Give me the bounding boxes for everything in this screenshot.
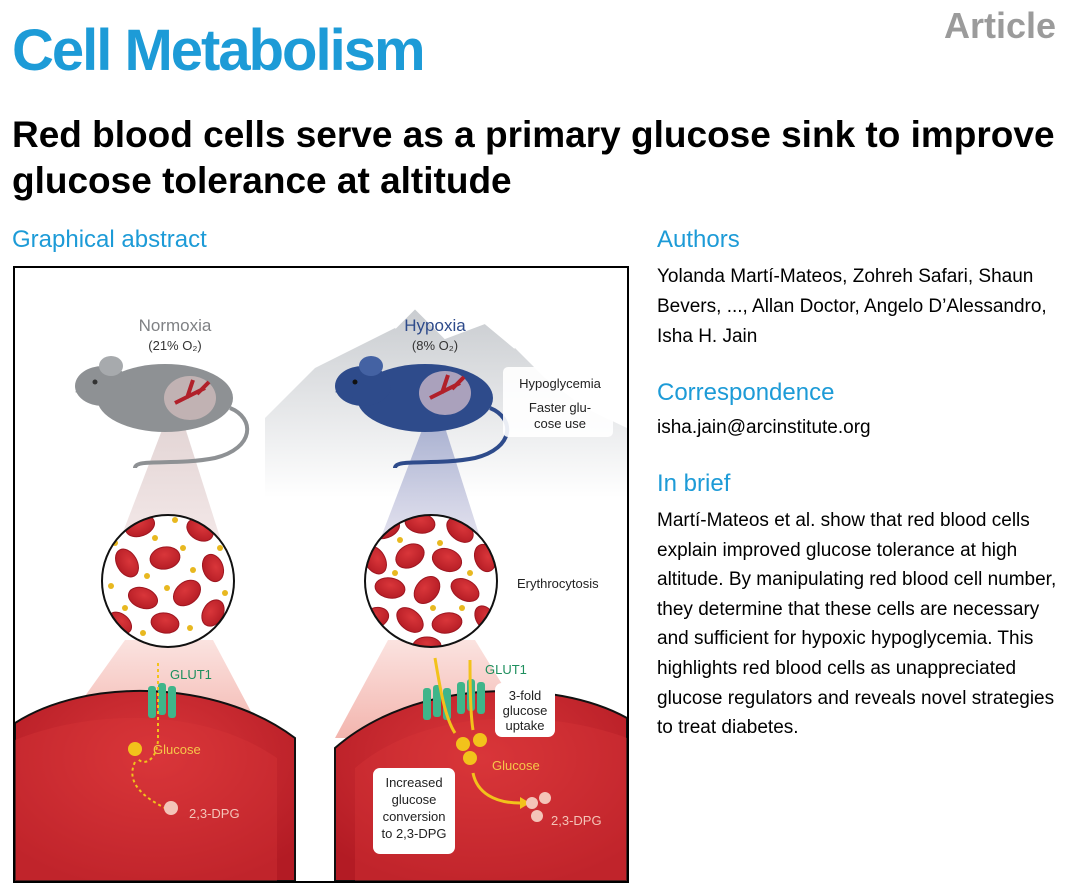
glut1-label-left: GLUT1 [170, 667, 212, 682]
rbc-inner-left [15, 717, 277, 881]
normoxia-oxygen: (21% O₂) [148, 338, 201, 353]
hypoglycemia-box [503, 367, 613, 437]
rbc-membrane-left [15, 689, 296, 881]
glucose-label-left: Glucose [153, 742, 201, 757]
article-type-label: Article [943, 5, 1056, 46]
in-brief-heading: In brief [657, 470, 731, 497]
conversion-label-3: conversion [383, 809, 446, 824]
conversion-arrow-right [471, 772, 521, 805]
dpg-cluster-right [526, 792, 551, 822]
correspondence-heading: Correspondence [657, 379, 835, 406]
normoxia-mouse-icon [75, 356, 250, 469]
uptake-label-2: glucose [503, 703, 548, 718]
in-brief-text: Martí-Mateos et al. show that red blood … [657, 510, 1057, 739]
graphical-abstract-figure: Normoxia (21% O₂) Hypoxia (8% O₂) Hypogl… [13, 266, 629, 883]
uptake-label-1: 3-fold [509, 688, 542, 703]
zoom-cone-hypoxia [375, 396, 485, 553]
uptake-box [495, 683, 555, 737]
conversion-label-2: glucose [392, 792, 437, 807]
authors-heading: Authors [657, 226, 740, 253]
normoxia-label: Normoxia [139, 316, 212, 335]
glucose-cluster-right [456, 733, 487, 765]
erythrocytosis-label: Erythrocytosis [517, 576, 599, 591]
hypoxia-oxygen: (8% O₂) [412, 338, 458, 353]
faster-glucose-label-1: Faster glu- [529, 400, 591, 415]
dpg-dot-left [164, 801, 178, 815]
graphical-abstract-heading: Graphical abstract [12, 226, 207, 253]
conversion-label-4: to 2,3-DPG [381, 826, 446, 841]
zoom-cone-normoxia [115, 396, 225, 553]
uptake-label-3: uptake [505, 718, 544, 733]
journal-name: Cell Metabolism [12, 18, 426, 83]
glut1-transporter-left-icon [148, 683, 176, 718]
authors-list: Yolanda Martí-Mateos, Zohreh Safari, Sha… [657, 266, 1047, 347]
glucose-dot-left [128, 742, 142, 756]
conversion-label-1: Increased [385, 775, 442, 790]
glucose-label-right: Glucose [492, 758, 540, 773]
graphical-abstract-svg: Normoxia (21% O₂) Hypoxia (8% O₂) Hypogl… [15, 306, 627, 881]
glut1-label-right: GLUT1 [485, 662, 527, 677]
hypoxia-label: Hypoxia [404, 316, 466, 335]
correspondence-email[interactable]: isha.jain@arcinstitute.org [657, 417, 871, 438]
faster-glucose-label-2: cose use [534, 416, 586, 431]
paper-title: Red blood cells serve as a primary gluco… [12, 114, 1055, 201]
dpg-label-left: 2,3-DPG [189, 806, 240, 821]
conversion-arrow-left [131, 761, 166, 809]
dpg-label-right: 2,3-DPG [551, 813, 602, 828]
hypoglycemia-label: Hypoglycemia [519, 376, 601, 391]
conversion-box [373, 768, 455, 854]
